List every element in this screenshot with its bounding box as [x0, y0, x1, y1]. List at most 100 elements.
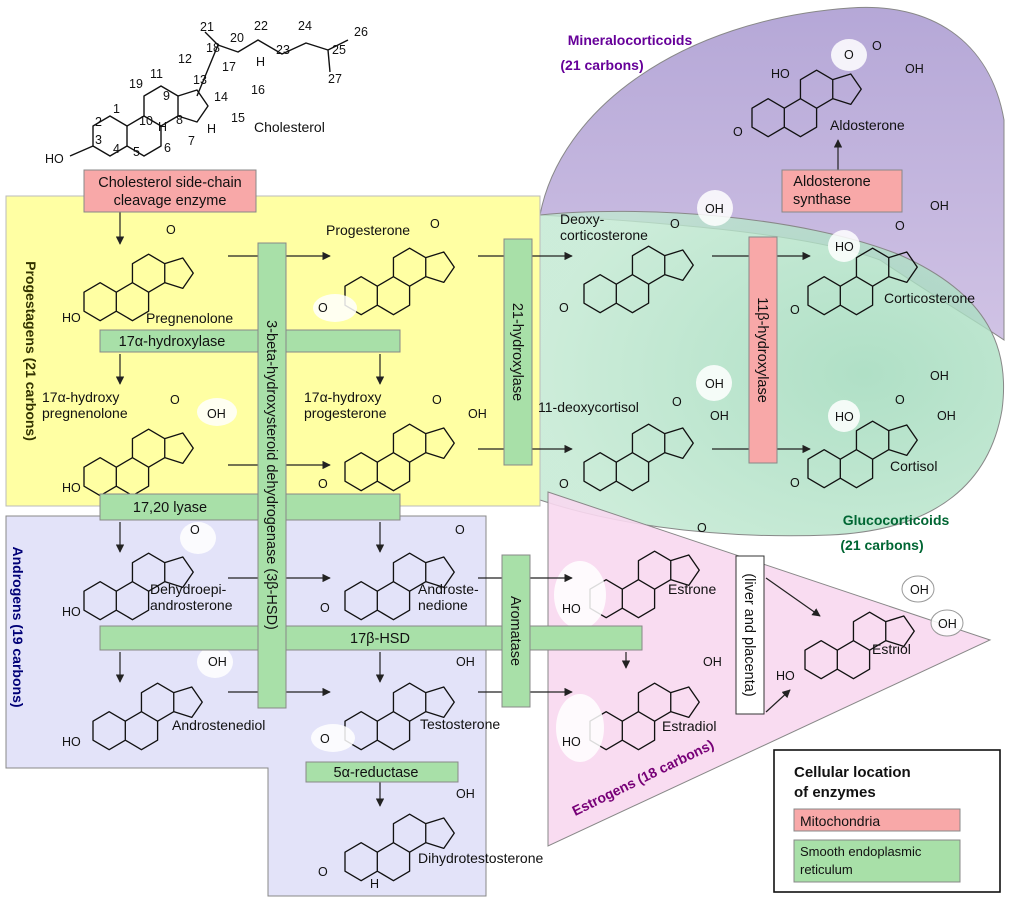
atom-number: 21 [200, 20, 214, 34]
legend-mitochondria-label: Mitochondria [800, 813, 880, 829]
lyase-box [99, 493, 401, 521]
hydroxylase17-box [99, 329, 401, 353]
hsd17b-label: 17β-HSD [350, 631, 410, 647]
estradiol-oh: OH [703, 655, 722, 669]
hydroxyprogesterone-label-2: progesterone [304, 405, 387, 421]
corticosterone-label: Corticosterone [884, 290, 975, 306]
atom-number: 11 [150, 67, 163, 81]
dht-label: Dihydrotestosterone [418, 850, 544, 866]
hydroxyprogesterone-oh: OH [468, 407, 487, 421]
hydroxylase11b-label: 11β-hydroxylase [754, 297, 770, 403]
aldosterone-synthase-label-2: synthase [793, 192, 851, 208]
hsd3b-label: 3-beta-hydroxysteroid dehydrogenase (3β-… [263, 320, 279, 630]
androstenedione-label-2: nedione [418, 597, 468, 613]
estradiol-label: Estradiol [662, 718, 716, 734]
pregnenolone-o: O [166, 223, 176, 237]
corticosterone-ho: HO [835, 240, 854, 254]
liver-placenta-box [735, 555, 765, 715]
progesterone-highlight [313, 294, 357, 322]
corticosterone-o20: O [895, 219, 905, 233]
mineralocorticoids-label: Mineralocorticoids [568, 32, 693, 48]
corticosterone-o3: O [790, 303, 800, 317]
testosterone-highlight [311, 724, 355, 752]
cortisol-o3: O [790, 476, 800, 490]
progestagens-label: Progestagens (21 carbons) [23, 261, 39, 441]
atom-number: 8 [176, 113, 183, 127]
deoxycorticosterone-o3: O [559, 301, 569, 315]
legend-title-1: Cellular location [794, 764, 911, 781]
estrone-ho: HO [562, 602, 581, 616]
legend-er-label-2: reticulum [800, 862, 853, 877]
atom-number: 24 [298, 19, 312, 33]
legend-mitochondria-swatch [793, 808, 961, 832]
dhea-label-1: Dehydroepi- [150, 581, 227, 597]
aldosterone-o3: O [733, 125, 743, 139]
glucocorticoids-label: Glucocorticoids [843, 512, 950, 528]
deoxycorticosterone-highlight [697, 190, 733, 226]
aldosterone-o20: O [872, 39, 882, 53]
estriol-label: Estriol [872, 641, 911, 657]
hydroxypregnenolone-highlight [197, 398, 237, 426]
aldosterone-oh: OH [905, 62, 924, 76]
cholesterol-h17: H [256, 55, 265, 69]
cortisol-o20: O [895, 393, 905, 407]
aldosterone-synthase-box [781, 169, 903, 213]
dhea-label-2: androsterone [150, 597, 233, 613]
reductase5a-label: 5α-reductase [334, 765, 419, 781]
hydroxylase11b-box [748, 236, 778, 464]
dht-o: O [318, 865, 328, 879]
atom-number: 4 [113, 142, 120, 156]
androgens-label: Androgens (19 carbons) [10, 546, 26, 707]
corticosterone-oh: OH [930, 199, 949, 213]
estrone-highlight [554, 561, 606, 629]
atom-number: 26 [354, 25, 368, 39]
hydroxypregnenolone-label-2: pregnenolone [42, 405, 128, 421]
estriol-ho: HO [776, 669, 795, 683]
glucocorticoids-carbons: (21 carbons) [840, 537, 923, 553]
atom-number: 2 [95, 115, 102, 129]
legend: Cellular location of enzymes Mitochondri… [773, 749, 1001, 893]
androstenediol-label: Androstenediol [172, 717, 265, 733]
scc-enzyme-box [83, 169, 257, 213]
atom-number: 9 [163, 89, 170, 103]
testosterone-label: Testosterone [420, 716, 500, 732]
legend-er-label-1: Smooth endoplasmic [800, 844, 922, 859]
estrone-o: O [697, 521, 707, 535]
estradiol-ho: HO [562, 735, 581, 749]
hydroxyprogesterone-label-1: 17α-hydroxy [304, 389, 381, 405]
liver-placenta-label: (liver and placenta) [741, 573, 757, 696]
cholesterol-h14: H [207, 122, 216, 136]
hydroxypregnenolone-o: O [170, 393, 180, 407]
pregnenolone-ho: HO [62, 311, 81, 325]
dhea-o: O [190, 523, 200, 537]
hydroxylase17-label: 17α-hydroxylase [119, 334, 226, 350]
deoxycortisol-oh21: OH [705, 377, 724, 391]
cholesterol-side-chain [196, 31, 349, 97]
androstenediol-oh: OH [208, 655, 227, 669]
cholesterol-3-oh-bond [69, 145, 94, 157]
corticosterone-highlight [828, 230, 860, 262]
deoxycorticosterone-o20: O [670, 217, 680, 231]
atom-number: 25 [332, 43, 346, 57]
hydroxylase21-label: 21-hydroxylase [509, 303, 525, 401]
hydroxylase21-box [503, 238, 533, 466]
atom-number: 10 [139, 114, 153, 128]
atom-number: 3 [95, 133, 102, 147]
atom-number: 12 [178, 52, 192, 66]
mineralocorticoids-carbons: (21 carbons) [560, 57, 643, 73]
atom-number: 19 [129, 77, 143, 91]
scc-enzyme-label-2: cleavage enzyme [114, 193, 227, 209]
deoxycortisol-label: 11-deoxycortisol [538, 399, 639, 415]
atom-number: 6 [164, 141, 171, 155]
scc-enzyme-label-1: Cholesterol side-chain [98, 175, 241, 191]
legend-er-swatch [793, 839, 961, 883]
cortisol-oh21: OH [930, 369, 949, 383]
atom-number: 7 [188, 134, 195, 148]
atom-number: 5 [133, 145, 140, 159]
deoxycortisol-oh17: OH [710, 409, 729, 423]
hydroxyprogesterone-o20: O [432, 393, 442, 407]
estradiol-highlight [556, 694, 604, 762]
testosterone-oh: OH [456, 655, 475, 669]
cortisol-label: Cortisol [890, 458, 937, 474]
aldosterone-o18: O [844, 48, 854, 62]
